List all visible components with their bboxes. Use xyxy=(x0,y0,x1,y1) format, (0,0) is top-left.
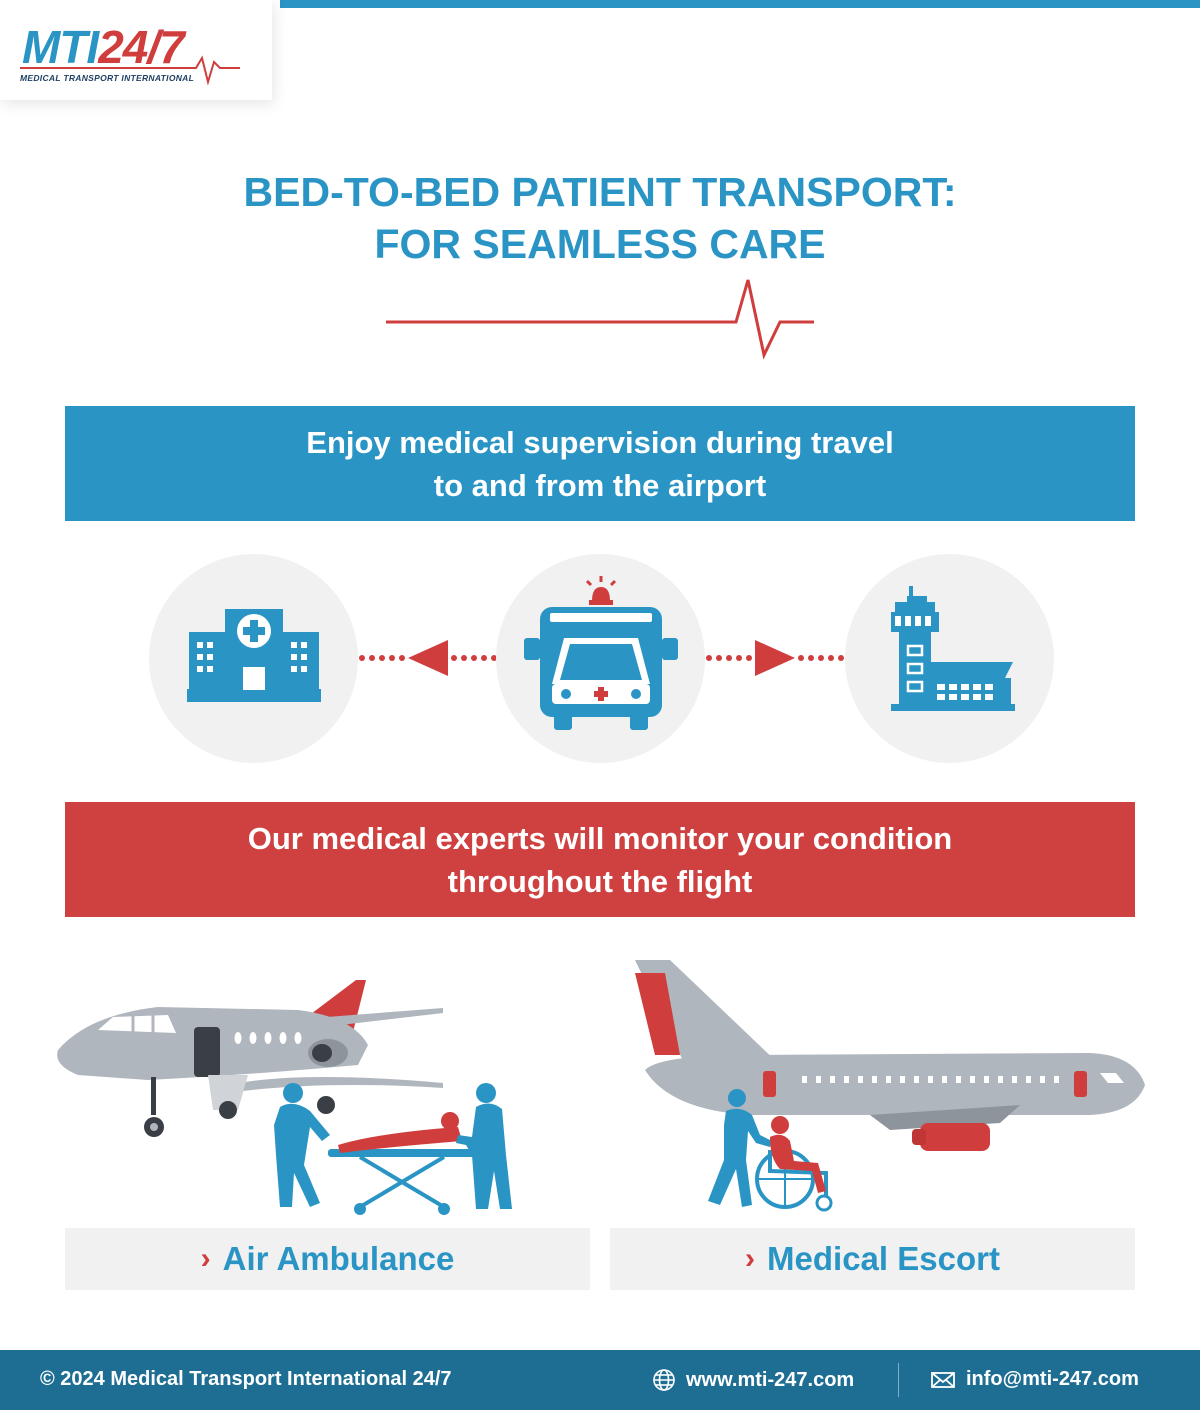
private-jet xyxy=(57,980,443,1137)
commercial-airliner xyxy=(635,960,1145,1151)
hospital-icon xyxy=(187,609,321,702)
logo-subtitle: MEDICAL TRANSPORT INTERNATIONAL xyxy=(20,73,195,83)
monitoring-banner-line-2: throughout the flight xyxy=(447,863,753,899)
logo-mark: MTI24/7 xyxy=(22,21,185,73)
title-line-2: FOR SEAMLESS CARE xyxy=(374,221,826,267)
logo-pulse-line xyxy=(20,55,240,86)
heartbeat-divider xyxy=(386,279,814,360)
stretcher-with-patient xyxy=(328,1112,478,1215)
envelope-icon xyxy=(931,1371,955,1388)
wheelchair-patient xyxy=(755,1116,833,1212)
chevron-right-icon: › xyxy=(745,1242,756,1275)
footer: © 2024 Medical Transport International 2… xyxy=(0,1350,1200,1410)
supervision-banner-line-2: to and from the airport xyxy=(433,467,767,503)
air-ambulance-illustration xyxy=(57,980,512,1215)
air-ambulance-link[interactable]: › Air Ambulance xyxy=(65,1228,590,1290)
monitoring-banner: Our medical experts will monitor your co… xyxy=(65,802,1135,917)
website-text: www.mti-247.com xyxy=(686,1368,855,1391)
medical-escort-link[interactable]: › Medical Escort xyxy=(610,1228,1135,1290)
airport-circle xyxy=(845,554,1054,763)
left-arrow-connector xyxy=(359,640,497,676)
globe-icon xyxy=(653,1369,675,1391)
medical-escort-illustration xyxy=(635,960,1145,1212)
airport-icon xyxy=(891,586,1015,711)
ambulance-icon xyxy=(524,576,678,730)
medical-escort-label: Medical Escort xyxy=(767,1240,1000,1277)
chevron-right-icon: › xyxy=(200,1242,211,1275)
copyright-text: © 2024 Medical Transport International 2… xyxy=(40,1368,452,1390)
title-line-1: BED-TO-BED PATIENT TRANSPORT: xyxy=(243,169,957,215)
website-link[interactable]: www.mti-247.com xyxy=(652,1368,854,1392)
medic-left xyxy=(274,1083,330,1207)
email-link[interactable]: info@mti-247.com xyxy=(930,1368,1139,1391)
top-accent-bar xyxy=(280,0,1200,8)
logo[interactable]: MTI24/7 MEDICAL TRANSPORT INTERNATIONAL xyxy=(0,0,272,100)
monitoring-banner-line-1: Our medical experts will monitor your co… xyxy=(247,820,953,856)
supervision-banner: Enjoy medical supervision during travel … xyxy=(65,406,1135,521)
air-ambulance-label: Air Ambulance xyxy=(222,1240,455,1277)
footer-divider xyxy=(898,1363,899,1397)
hospital-circle xyxy=(149,554,358,763)
right-arrow-connector xyxy=(706,640,844,676)
escort-person xyxy=(708,1089,772,1207)
medic-right xyxy=(456,1083,512,1209)
supervision-banner-line-1: Enjoy medical supervision during travel xyxy=(306,424,894,460)
email-text: info@mti-247.com xyxy=(966,1368,1139,1390)
page-title: BED-TO-BED PATIENT TRANSPORT: FOR SEAMLE… xyxy=(0,166,1200,270)
ambulance-circle xyxy=(496,554,705,763)
